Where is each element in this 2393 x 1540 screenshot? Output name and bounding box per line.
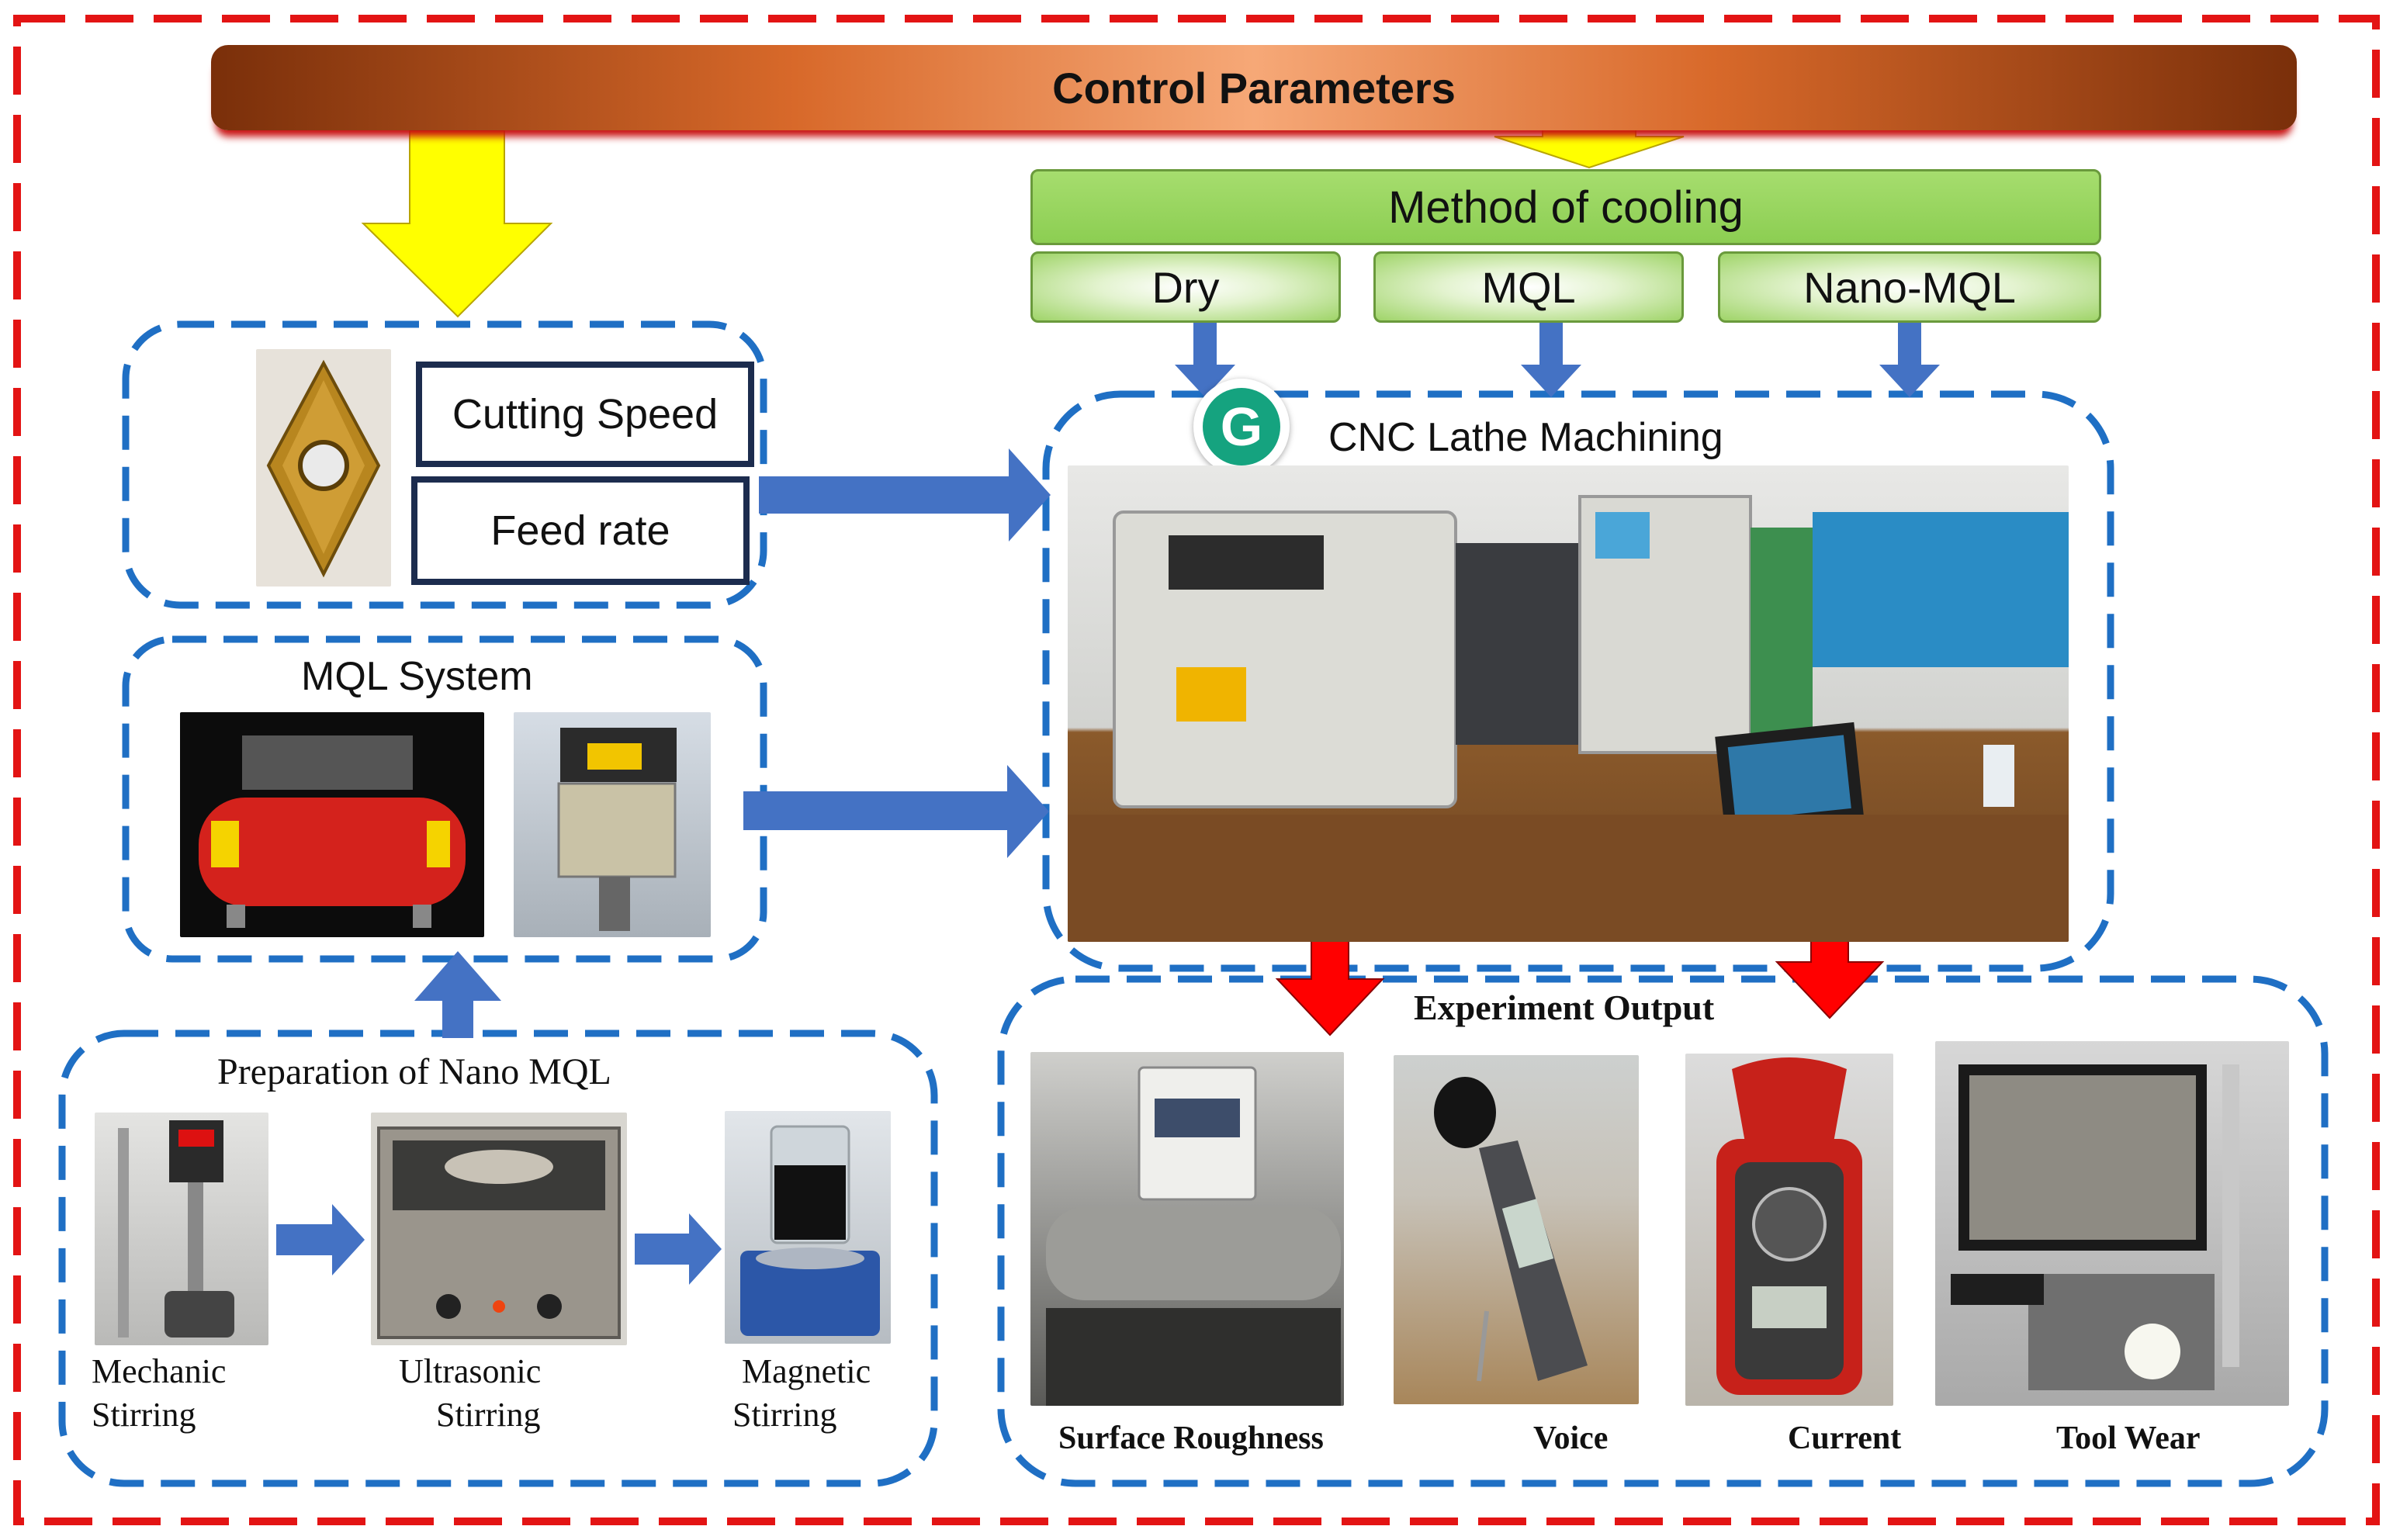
arrow-prep-to-mql: [414, 951, 501, 1038]
step-magnetic-label: Magnetic Stirring: [732, 1352, 871, 1434]
control-parameters-banner: Control Parameters: [211, 45, 2297, 130]
method-of-cooling-box: Method of cooling: [1030, 169, 2101, 245]
tool-wear-microscope-photo: [1935, 1041, 2289, 1406]
compressor-photo: [180, 712, 484, 937]
surface-roughness-photo: [1030, 1052, 1344, 1406]
mechanic-stirring-photo: [95, 1113, 268, 1345]
method-of-cooling-label: Method of cooling: [1388, 182, 1744, 233]
group-preparation: [58, 1030, 938, 1487]
feed-rate-box: Feed rate: [411, 476, 750, 585]
arrow-params-to-cnc: [759, 448, 1051, 542]
grammarly-g-icon: G: [1193, 379, 1290, 475]
clamp-meter-photo: [1685, 1054, 1893, 1406]
experiment-output-title: Experiment Output: [1414, 988, 1715, 1027]
group-experiment-output: [997, 975, 2329, 1487]
mql-system-title: MQL System: [301, 654, 533, 699]
yellow-arrow-left: [361, 130, 553, 318]
sound-level-meter-photo: [1394, 1055, 1639, 1404]
cooling-option-mql: MQL: [1373, 251, 1684, 323]
output-label-surface-roughness: Surface Roughness: [1058, 1421, 1324, 1456]
output-label-voice: Voice: [1533, 1421, 1609, 1456]
preparation-title: Preparation of Nano MQL: [217, 1051, 611, 1092]
cutting-speed-box: Cutting Speed: [416, 362, 754, 467]
cooling-option-label: Dry: [1151, 262, 1220, 312]
mql-unit-photo: [514, 712, 711, 937]
output-label-current: Current: [1788, 1421, 1902, 1456]
cooling-option-nano-mql: Nano-MQL: [1718, 251, 2101, 323]
arrow-dry-down: [1175, 320, 1235, 397]
cutting-insert-photo: [256, 349, 391, 587]
feed-rate-label: Feed rate: [490, 507, 670, 554]
arrow-step-2-3: [635, 1213, 722, 1285]
control-parameters-title: Control Parameters: [1052, 63, 1456, 112]
arrow-mql-down: [1521, 320, 1581, 397]
ultrasonic-stirring-photo: [371, 1113, 627, 1345]
step-ultrasonic-label: Ultrasonic Stirring: [399, 1352, 542, 1434]
cooling-option-dry: Dry: [1030, 251, 1341, 323]
cutting-speed-label: Cutting Speed: [452, 391, 719, 438]
arrow-nanomql-down: [1879, 320, 1940, 397]
cnc-lathe-photo: [1068, 465, 2069, 942]
magnetic-stirring-photo: [725, 1111, 891, 1344]
output-label-tool-wear: Tool Wear: [2056, 1421, 2201, 1456]
step-mechanic-label: Mechanic Stirring: [92, 1352, 227, 1434]
cooling-option-label: MQL: [1481, 262, 1576, 312]
outer-frame: [13, 15, 2380, 1525]
cooling-option-label: Nano-MQL: [1803, 262, 2016, 312]
group-cnc: [1042, 390, 2114, 972]
group-tool-parameters: [122, 320, 767, 609]
cnc-title: CNC Lathe Machining: [1328, 415, 1723, 460]
arrow-step-1-2: [276, 1204, 365, 1275]
arrow-mql-to-cnc: [743, 765, 1049, 858]
